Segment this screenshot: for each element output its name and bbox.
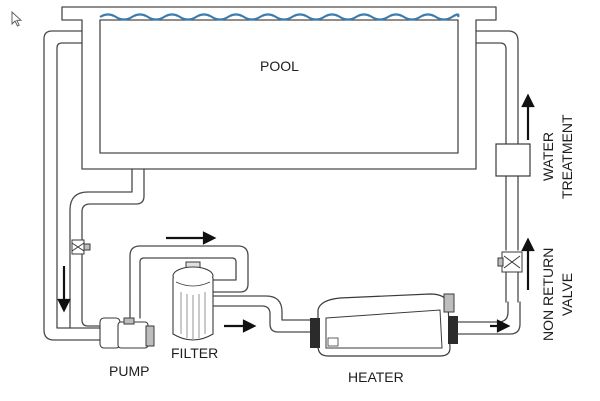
non-return-valve-label-line2: VALVE	[559, 273, 575, 316]
mouse-pointer-icon	[11, 10, 23, 27]
non-return-valve-label-line1: NON RETURN	[540, 248, 556, 341]
pump-label: PUMP	[109, 363, 149, 379]
outlet-pipe	[43, 30, 145, 341]
pool: POOL	[61, 6, 497, 170]
pump: PUMP	[99, 317, 155, 379]
return-pipe	[475, 30, 519, 303]
non-return-valve	[497, 251, 523, 273]
ball-valve	[71, 239, 91, 255]
heater-to-return-pipe	[457, 301, 521, 335]
water-treatment-label-line1: WATER	[540, 132, 556, 181]
filter-to-heater-pipe	[212, 295, 319, 333]
flow-arrow-icon	[521, 237, 535, 290]
water-treatment-label-line2: TREATMENT	[559, 114, 575, 199]
flow-arrow-icon	[57, 266, 71, 313]
flow-arrow-icon	[166, 231, 217, 245]
flow-arrow-icon	[224, 319, 257, 333]
water-surface	[99, 13, 460, 21]
flow-arrow-icon	[521, 93, 535, 140]
pool-label: POOL	[260, 58, 299, 74]
pump-to-filter-pipe	[129, 245, 249, 319]
water-treatment-unit	[495, 143, 531, 177]
flow-arrow-icon	[490, 319, 511, 333]
heater: HEATER	[310, 293, 458, 385]
filter-label: FILTER	[171, 345, 218, 361]
sand-filter: FILTER	[171, 261, 218, 361]
heater-label: HEATER	[348, 369, 404, 385]
